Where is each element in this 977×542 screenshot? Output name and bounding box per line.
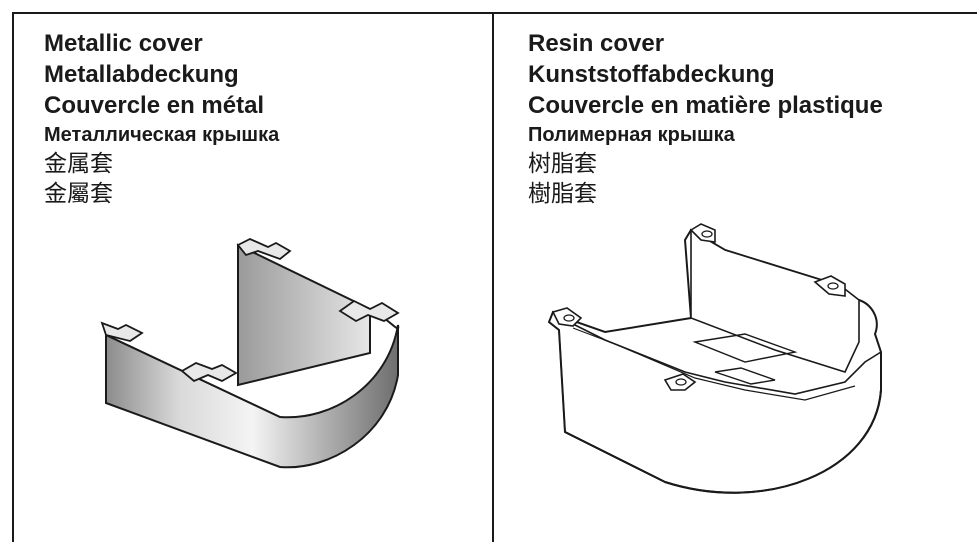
resin-title-fr: Couvercle en matière plastique xyxy=(528,92,883,119)
resin-cover-illustration-icon xyxy=(547,223,882,494)
resin-title-de: Kunststoffabdeckung xyxy=(528,61,775,88)
metal-title-ru: Металлическая крышка xyxy=(44,124,280,146)
resin-cover-labels: Resin cover Kunststoffabdeckung Couvercl… xyxy=(528,28,883,209)
resin-title-ru: Полимерная крышка xyxy=(528,124,735,146)
page-frame xyxy=(12,12,977,542)
metal-title-zh-tw: 金屬套 xyxy=(44,181,113,207)
resin-title-zh-cn: 树脂套 xyxy=(528,151,597,177)
metallic-cover-illustration-icon xyxy=(100,238,400,469)
metal-cover-labels: Metallic cover Metallabdeckung Couvercle… xyxy=(44,28,279,209)
metal-title-de: Metallabdeckung xyxy=(44,61,239,88)
resin-title-en: Resin cover xyxy=(528,30,665,57)
metal-title-zh-cn: 金属套 xyxy=(44,151,113,177)
metal-title-fr: Couvercle en métal xyxy=(44,92,265,119)
metal-title-en: Metallic cover xyxy=(44,30,203,57)
column-divider xyxy=(492,12,494,542)
resin-title-zh-tw: 樹脂套 xyxy=(528,181,597,207)
